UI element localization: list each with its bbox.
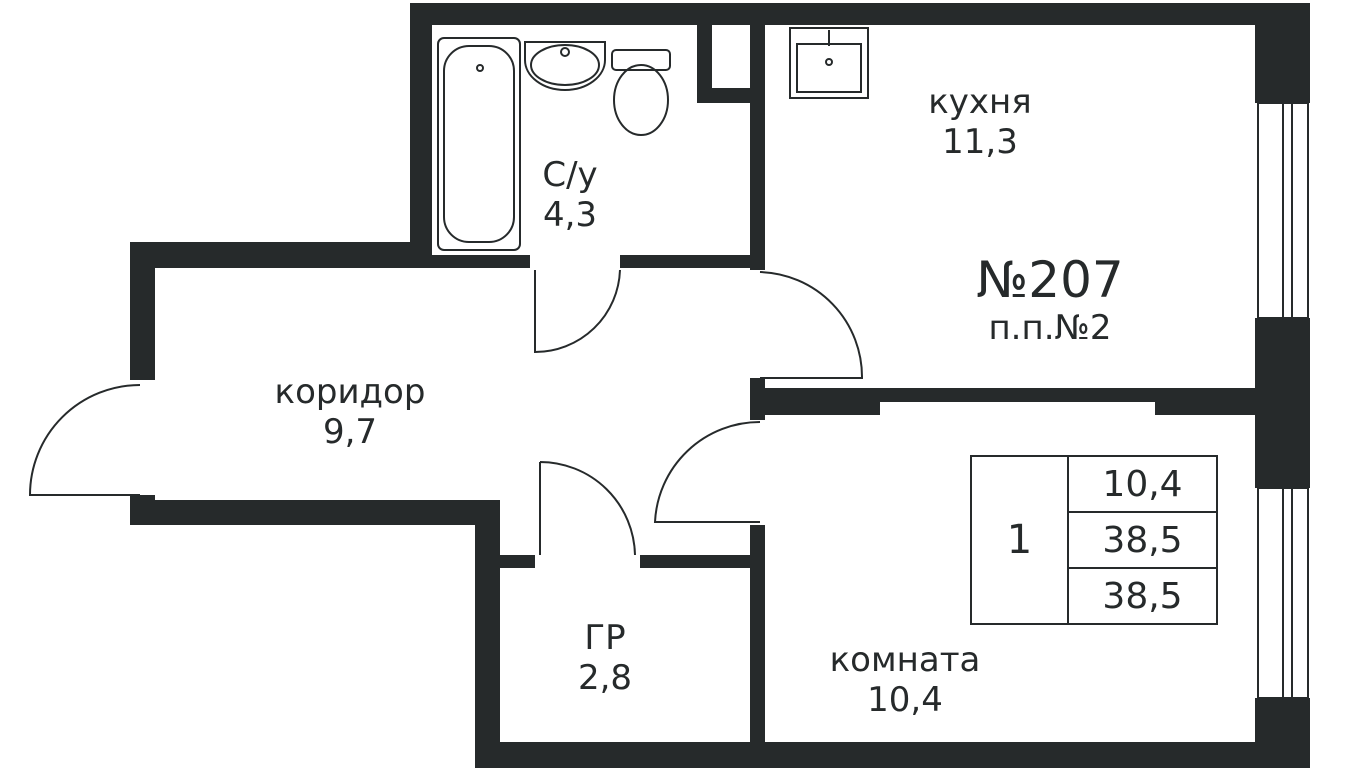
bathtub-icon	[437, 37, 521, 251]
doors	[28, 269, 864, 556]
rooms-count: 1	[972, 457, 1069, 623]
total-area-with-balcony: 38,5	[1102, 575, 1183, 617]
kitchen-sink-icon	[789, 27, 869, 99]
room-area: 2,8	[577, 658, 633, 698]
room-name: кухня	[928, 82, 1032, 122]
windows	[1257, 102, 1309, 699]
room-area: 10,4	[867, 680, 943, 720]
kitchen-door	[759, 271, 864, 379]
area-summary-table: 1 10,4 38,5 38,5	[970, 455, 1218, 625]
room-name: С/у	[542, 155, 598, 195]
bathroom-door	[534, 269, 621, 354]
apartment-subtitle: п.п.№2	[988, 308, 1112, 348]
fixtures	[437, 27, 869, 251]
walls	[130, 3, 1310, 768]
room-name: комната	[829, 640, 981, 680]
total-area: 38,5	[1069, 513, 1216, 569]
living-area: 10,4	[1069, 457, 1216, 513]
storage-door	[539, 461, 636, 556]
room-area: 4,3	[542, 195, 598, 235]
room-area: 9,7	[322, 412, 378, 452]
toilet-icon	[611, 49, 671, 71]
room-name: ГР	[584, 618, 626, 658]
apartment-number: №207	[976, 251, 1124, 309]
entrance-door	[28, 384, 141, 496]
room-area: 11,3	[942, 122, 1018, 162]
room-name: коридор	[274, 372, 426, 412]
sink-icon	[524, 41, 606, 91]
room-door	[653, 420, 761, 523]
